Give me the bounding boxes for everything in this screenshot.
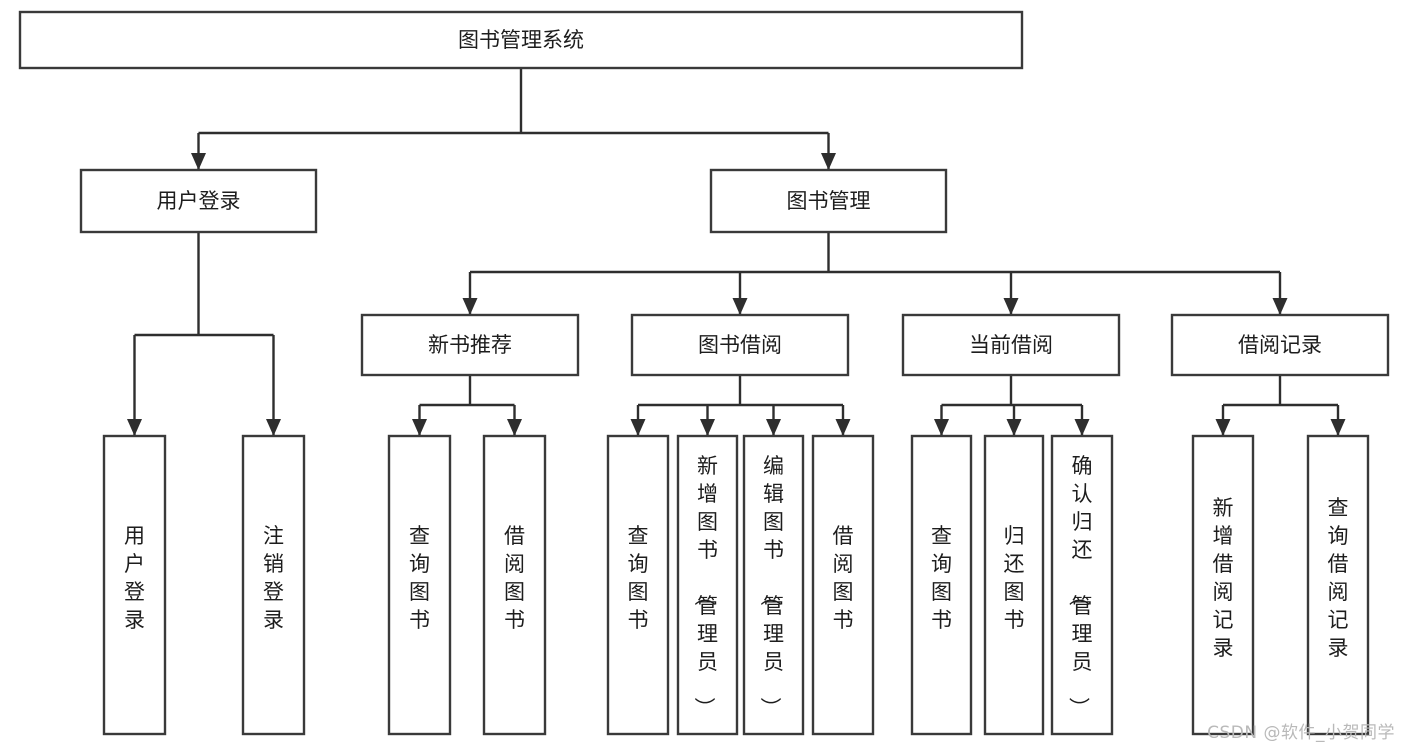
node-user-login-label: 用户登录 <box>157 189 241 213</box>
node-borrow-record-label: 借阅记录 <box>1238 333 1322 357</box>
node-root-system-title-frame <box>18 10 1024 70</box>
node-root-system-title-label: 图书管理系统 <box>458 28 584 52</box>
arrow-head-icon <box>732 298 748 315</box>
node-book-borrow[interactable]: 图书借阅 <box>630 313 850 377</box>
node-leaf-add-book-frame <box>676 434 739 736</box>
node-leaf-query-record-label: 查询借阅记录 <box>1328 496 1349 660</box>
node-leaf-user-login[interactable]: 用户登录 <box>102 434 167 736</box>
node-leaf-query-record[interactable]: 查询借阅记录 <box>1306 434 1370 736</box>
node-leaf-query-book-3-label: 查询图书 <box>931 524 952 632</box>
node-book-borrow-label: 图书借阅 <box>698 333 782 357</box>
node-leaf-borrow-book-2[interactable]: 借阅图书 <box>811 434 875 736</box>
node-user-login[interactable]: 用户登录 <box>79 168 318 234</box>
node-leaf-edit-book-label: 编辑图书（管理员） <box>758 454 784 718</box>
node-new-book-recommend-frame <box>360 313 580 377</box>
arrow-head-icon <box>1006 419 1022 436</box>
node-leaf-add-record[interactable]: 新增借阅记录 <box>1191 434 1255 736</box>
node-leaf-query-book-2-frame <box>606 434 670 736</box>
arrow-head-icon <box>835 419 851 436</box>
node-leaf-query-book-3[interactable]: 查询图书 <box>910 434 973 736</box>
arrow-head-icon <box>630 419 646 436</box>
node-leaf-borrow-book-2-frame <box>811 434 875 736</box>
arrow-head-icon <box>1074 419 1090 436</box>
node-leaf-add-book-label: 新增图书（管理员） <box>692 454 718 718</box>
node-leaf-borrow-book-1[interactable]: 借阅图书 <box>482 434 547 736</box>
node-leaf-user-login-label: 用户登录 <box>124 524 145 632</box>
node-leaf-user-logout-frame <box>241 434 306 736</box>
arrow-head-icon <box>766 419 781 436</box>
node-leaf-edit-book[interactable]: 编辑图书（管理员） <box>742 434 805 736</box>
arrow-head-icon <box>462 298 478 315</box>
arrow-head-icon <box>127 419 142 436</box>
node-leaf-add-record-frame <box>1191 434 1255 736</box>
node-leaf-borrow-book-2-label: 借阅图书 <box>833 524 854 632</box>
node-leaf-query-book-3-frame <box>910 434 973 736</box>
node-book-manage[interactable]: 图书管理 <box>709 168 948 234</box>
arrow-head-icon <box>700 419 715 436</box>
arrow-head-icon <box>1215 419 1231 436</box>
node-leaf-edit-book-frame <box>742 434 805 736</box>
node-leaf-borrow-book-1-label: 借阅图书 <box>504 524 525 632</box>
node-new-book-recommend-label: 新书推荐 <box>428 333 512 357</box>
node-leaf-query-book-1-frame <box>387 434 452 736</box>
node-leaf-add-book[interactable]: 新增图书（管理员） <box>676 434 739 736</box>
arrow-head-icon <box>191 153 206 170</box>
node-current-borrow-frame <box>901 313 1121 377</box>
node-borrow-record-frame <box>1170 313 1390 377</box>
node-leaf-query-record-frame <box>1306 434 1370 736</box>
node-root-system-title[interactable]: 图书管理系统 <box>18 10 1024 70</box>
node-leaf-query-book-1-label: 查询图书 <box>409 524 430 632</box>
connector-layer <box>127 68 1346 436</box>
node-user-login-frame <box>79 168 318 234</box>
node-current-borrow-label: 当前借阅 <box>969 333 1053 357</box>
node-leaf-query-book-1[interactable]: 查询图书 <box>387 434 452 736</box>
arrow-head-icon <box>1272 298 1288 315</box>
watermark-label: CSDN @软件_小贺同学 <box>1207 723 1395 743</box>
node-leaf-user-logout-label: 注销登录 <box>263 524 284 632</box>
arrow-head-icon <box>507 419 522 436</box>
arrow-head-icon <box>821 153 836 170</box>
node-leaf-confirm-return-label: 确认归还（管理员） <box>1067 454 1093 718</box>
node-leaf-user-login-frame <box>102 434 167 736</box>
node-new-book-recommend[interactable]: 新书推荐 <box>360 313 580 377</box>
node-leaf-return-book-label: 归还图书 <box>1004 524 1025 632</box>
arrow-head-icon <box>266 419 281 436</box>
arrow-head-icon <box>1330 419 1346 436</box>
node-leaf-return-book-frame <box>983 434 1045 736</box>
node-leaf-query-book-2[interactable]: 查询图书 <box>606 434 670 736</box>
node-leaf-add-record-label: 新增借阅记录 <box>1213 496 1234 660</box>
node-leaf-confirm-return-frame <box>1050 434 1114 736</box>
node-layer: 图书管理系统用户登录图书管理新书推荐图书借阅当前借阅借阅记录用户登录注销登录查询… <box>18 10 1390 736</box>
node-leaf-user-logout[interactable]: 注销登录 <box>241 434 306 736</box>
arrow-head-icon <box>1003 298 1019 315</box>
node-leaf-return-book[interactable]: 归还图书 <box>983 434 1045 736</box>
node-book-manage-label: 图书管理 <box>787 189 871 213</box>
node-book-borrow-frame <box>630 313 850 377</box>
node-book-manage-frame <box>709 168 948 234</box>
node-current-borrow[interactable]: 当前借阅 <box>901 313 1121 377</box>
node-leaf-query-book-2-label: 查询图书 <box>628 524 649 632</box>
node-borrow-record[interactable]: 借阅记录 <box>1170 313 1390 377</box>
arrow-head-icon <box>412 419 427 436</box>
arrow-head-icon <box>934 419 949 436</box>
node-leaf-confirm-return[interactable]: 确认归还（管理员） <box>1050 434 1114 736</box>
node-leaf-borrow-book-1-frame <box>482 434 547 736</box>
